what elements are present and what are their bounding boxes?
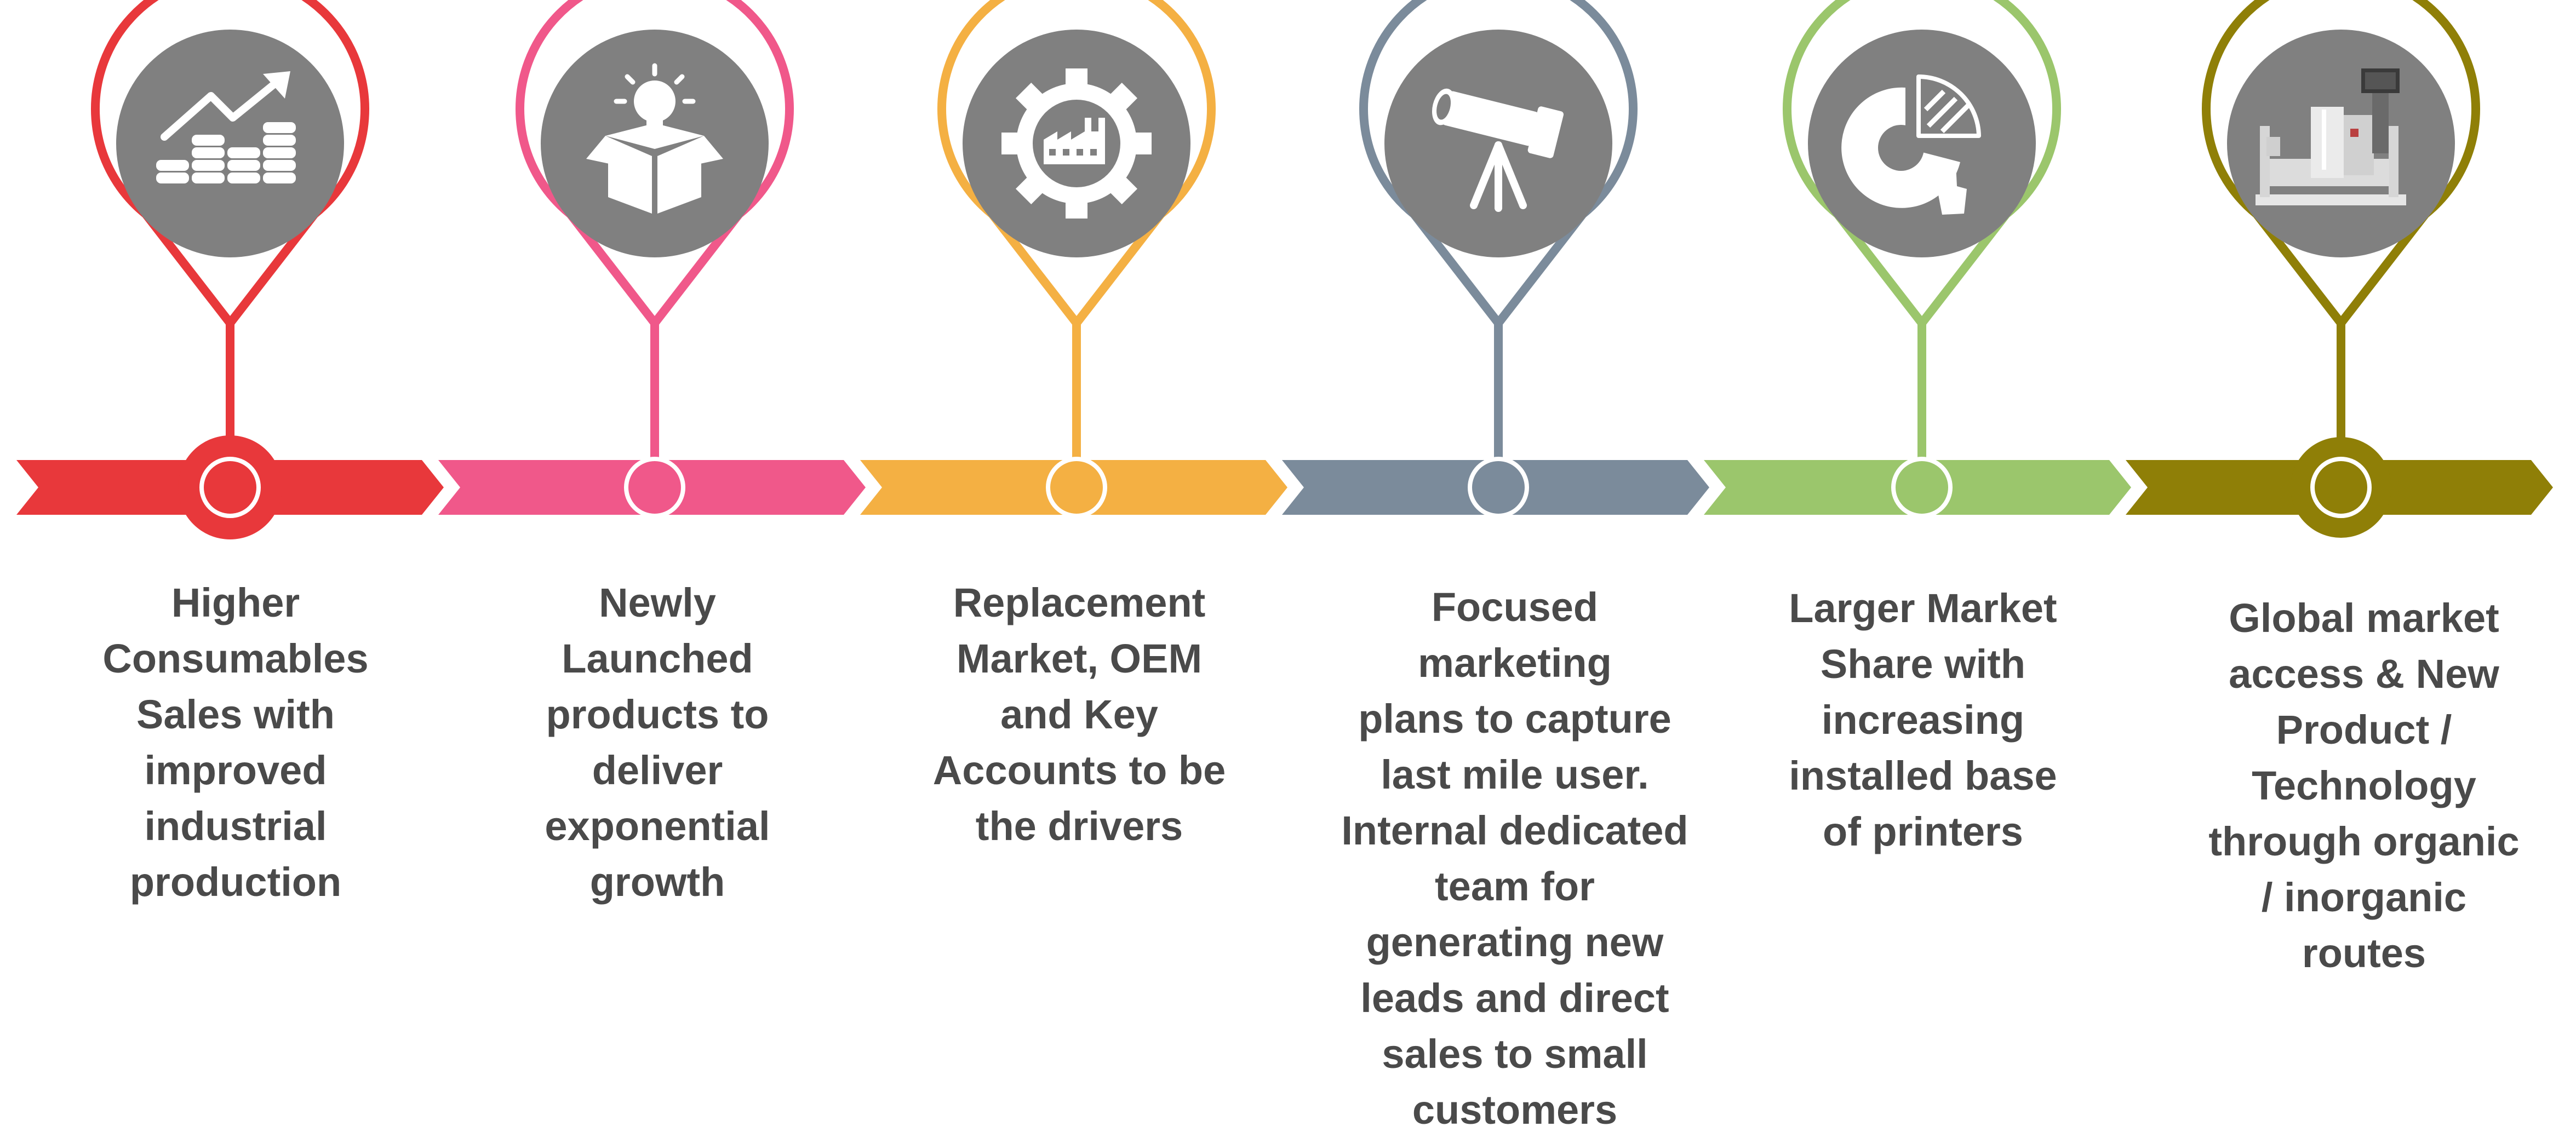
timeline-step-1	[16, 0, 444, 539]
timeline-node-ring-5	[1891, 457, 1953, 518]
step-caption-5: Larger Market Share with increasing inst…	[1789, 585, 2057, 854]
timeline-step-4	[1282, 0, 1709, 518]
timeline-node-1	[178, 435, 282, 539]
timeline-node-ring-2	[624, 457, 685, 518]
timeline-node-2	[625, 457, 685, 518]
step-caption-2: Newly Launched products to deliver expon…	[545, 580, 770, 905]
printer-machine-icon	[2256, 68, 2406, 205]
step-caption-1: Higher Consumables Sales with improved i…	[102, 580, 369, 905]
step-caption-3: Replacement Market, OEM and Key Accounts…	[932, 580, 1226, 849]
timeline-step-3	[860, 0, 1287, 518]
timeline-step-2	[438, 0, 866, 518]
timeline-node-ring-3	[1046, 457, 1107, 518]
timeline-node-3	[1046, 457, 1107, 518]
icon-circle-1	[116, 30, 344, 257]
timeline-node-4	[1468, 457, 1529, 518]
timeline-node-ring-1	[199, 457, 261, 518]
factory-gear-icon	[1001, 68, 1152, 219]
lightbulb-box-icon	[586, 63, 723, 214]
timeline-step-6	[2126, 0, 2553, 538]
step-caption-6: Global market access & New Product / Tec…	[2208, 595, 2520, 976]
timeline-infographic	[16, 0, 2553, 539]
timeline-node-6	[2291, 437, 2391, 538]
coins-growth-icon	[156, 71, 296, 183]
pie-chart-hand-icon	[1841, 74, 1981, 215]
timeline-node-5	[1892, 457, 1952, 518]
timeline-node-ring-4	[1468, 457, 1529, 518]
timeline-node-ring-6	[2310, 457, 2372, 518]
timeline-step-5	[1704, 0, 2131, 518]
telescope-icon	[1432, 88, 1564, 212]
step-caption-4: Focused marketing plans to capture last …	[1341, 584, 1688, 1133]
